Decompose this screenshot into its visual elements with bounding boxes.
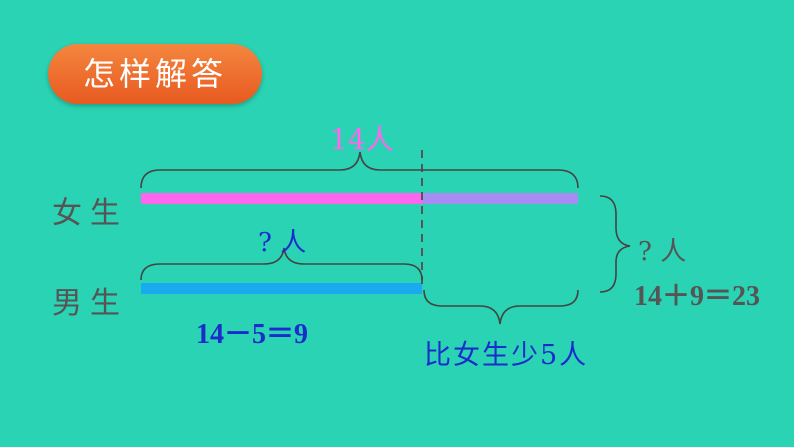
title-button[interactable]: 怎样解答 xyxy=(48,44,262,104)
boys-equation: 14－5＝9 xyxy=(196,319,309,350)
girls-label: 女生 xyxy=(52,196,128,231)
girls-bar-right xyxy=(422,193,578,204)
boys-unknown-label: ? 人 xyxy=(258,228,307,258)
girls-total-brace xyxy=(140,151,579,189)
diff-brace xyxy=(423,289,579,325)
sum-brace xyxy=(599,195,631,293)
total-girls-label: 14人 xyxy=(330,123,394,156)
sum-equation: 14＋9＝23 xyxy=(634,281,761,312)
sum-unknown-label: ? 人 xyxy=(638,237,687,267)
difference-label: 比女生少5人 xyxy=(424,340,589,371)
boys-label: 男生 xyxy=(52,286,128,321)
boys-bar xyxy=(141,283,422,294)
boys-brace xyxy=(140,247,423,281)
girls-bar-left xyxy=(141,193,422,204)
